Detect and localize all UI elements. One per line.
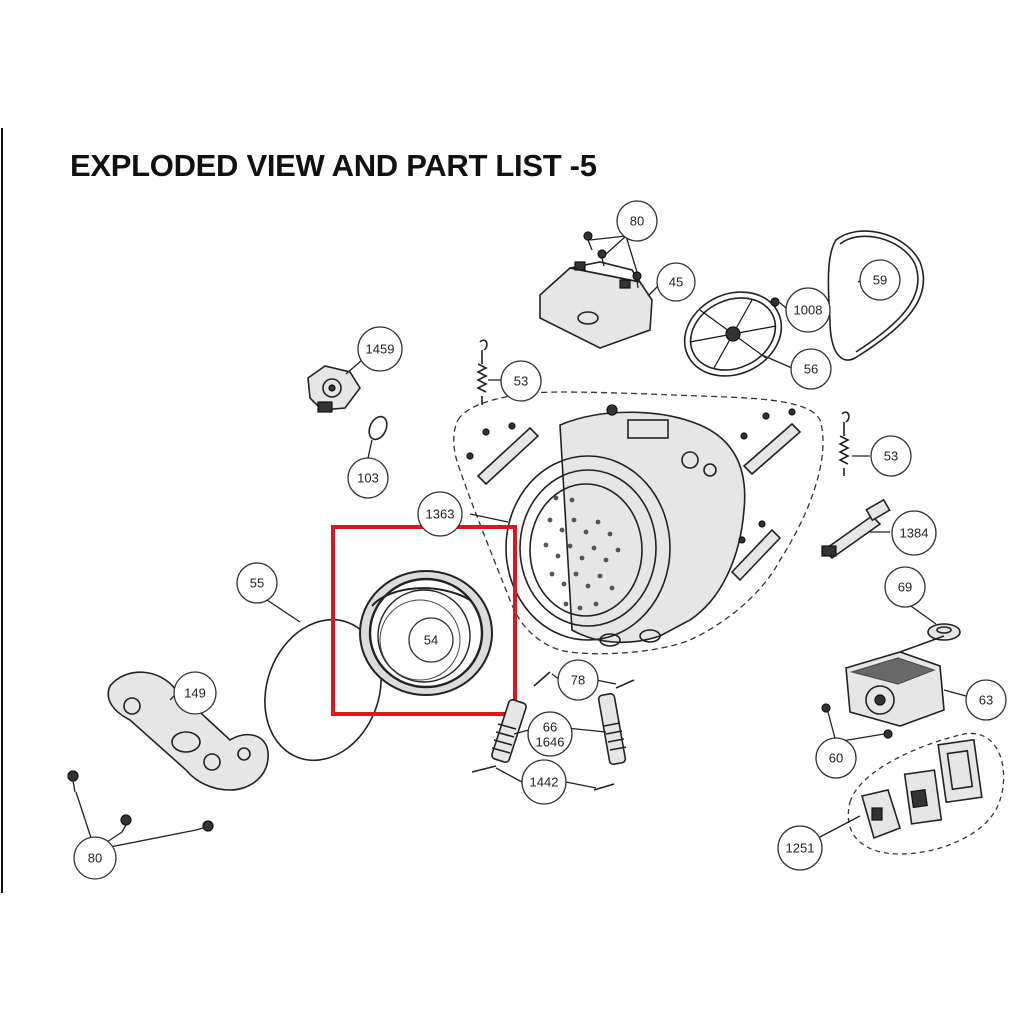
svg-text:53: 53 (884, 449, 898, 464)
page-title: EXPLODED VIEW AND PART LIST -5 (70, 148, 597, 183)
part-56-pulley (683, 291, 783, 377)
callout-103: 103 (347, 457, 389, 499)
leader-55 (263, 597, 301, 623)
svg-text:149: 149 (184, 686, 206, 701)
callout-1251: 1251 (777, 825, 823, 871)
svg-text:1384: 1384 (900, 526, 929, 541)
callout-45: 45 (656, 262, 696, 302)
assembly-1251-outline (847, 732, 1005, 855)
callout-66-1646: 66 1646 (527, 711, 573, 757)
callout-69: 69 (884, 566, 926, 608)
svg-text:1251: 1251 (786, 841, 815, 856)
tub-weights (466, 408, 802, 582)
part-55-ring (264, 618, 382, 762)
leader-63 (943, 689, 967, 697)
svg-text:1646: 1646 (536, 735, 565, 750)
part-103-oring (368, 415, 388, 441)
part-1384-hose (821, 498, 891, 560)
part-1008-screw (770, 297, 780, 307)
svg-text:103: 103 (357, 471, 379, 486)
part-66-shock-left (491, 698, 527, 764)
callout-56: 56 (790, 348, 832, 390)
leader-69 (907, 603, 937, 625)
leader-1363 (469, 513, 509, 523)
leader-103 (367, 439, 373, 459)
svg-text:1459: 1459 (366, 342, 395, 357)
callout-1459: 1459 (357, 326, 403, 372)
part-53-spring-left (476, 339, 488, 405)
svg-text:1442: 1442 (530, 775, 559, 790)
callout-1363: 1363 (417, 491, 463, 537)
svg-text:54: 54 (424, 633, 438, 648)
leader-1459 (345, 359, 363, 375)
part-1459-sensor (307, 365, 361, 413)
assembly-1363-outline (453, 391, 824, 655)
callout-1008: 1008 (785, 287, 831, 333)
part-53-spring-right (838, 411, 850, 476)
callout-55: 55 (236, 562, 278, 604)
callout-1442: 1442 (521, 759, 567, 805)
svg-text:66: 66 (543, 720, 557, 735)
svg-text:80: 80 (630, 214, 644, 229)
svg-text:1008: 1008 (794, 303, 823, 318)
leader-1008 (778, 301, 787, 309)
part-149-weight (107, 671, 269, 791)
svg-text:63: 63 (979, 693, 993, 708)
part-45-bracket (539, 261, 653, 349)
callout-53-left: 53 (500, 360, 542, 402)
part-1646-shock-right (597, 692, 627, 766)
callout-63: 63 (965, 679, 1007, 721)
svg-text:45: 45 (669, 275, 683, 290)
svg-text:78: 78 (571, 673, 585, 688)
part-1363-tub (505, 404, 746, 647)
part-1251-electronics (860, 738, 983, 840)
part-63-motor (845, 635, 945, 727)
svg-text:53: 53 (514, 374, 528, 389)
callout-59: 59 (859, 259, 901, 301)
leader-1442 (495, 767, 597, 789)
leader-56 (761, 354, 793, 369)
svg-text:60: 60 (829, 751, 843, 766)
callout-80-bottom: 80 (73, 836, 117, 880)
callout-80-top: 80 (616, 200, 658, 242)
callout-53-right: 53 (870, 435, 912, 477)
callout-149: 149 (173, 671, 217, 715)
part-59-belt (827, 230, 925, 361)
part-69-cap (927, 623, 961, 641)
screws-80-bottom (67, 770, 214, 833)
svg-text:69: 69 (898, 580, 912, 595)
callout-1384: 1384 (891, 510, 937, 556)
leader-80-top (589, 235, 638, 273)
svg-text:55: 55 (250, 576, 264, 591)
svg-text:80: 80 (88, 851, 102, 866)
leader-1251 (817, 815, 861, 839)
svg-text:59: 59 (873, 273, 887, 288)
callout-54: 54 (408, 617, 454, 663)
part-78-pins (533, 671, 635, 689)
part-1442-pins (471, 765, 615, 791)
callout-78: 78 (557, 659, 599, 701)
callout-60: 60 (815, 737, 857, 779)
svg-text:56: 56 (804, 362, 818, 377)
svg-text:1363: 1363 (426, 507, 455, 522)
